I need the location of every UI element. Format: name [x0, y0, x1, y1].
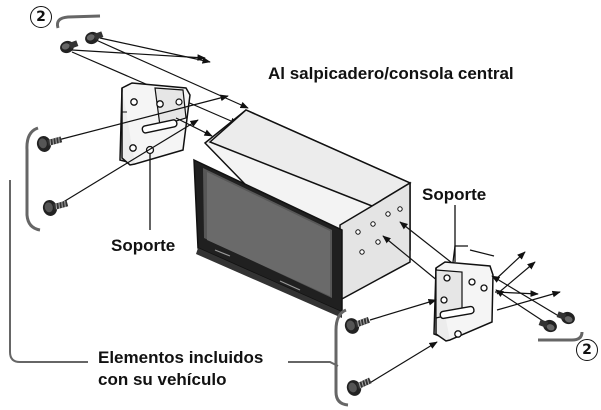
screw-icon — [34, 131, 64, 155]
screw-icon — [342, 311, 373, 337]
screw-group-bracket-top-left — [56, 14, 101, 29]
arrow-screw-2 — [99, 37, 211, 64]
bracket-left — [119, 82, 191, 166]
callout-2-top-left: 2 — [30, 6, 52, 28]
vehicle-parts-bracket-left-group — [25, 126, 41, 232]
head-unit — [193, 109, 412, 318]
screw-group-bracket-bottom-right — [538, 331, 584, 342]
label-bracket-left: Soporte — [111, 236, 176, 255]
label-vehicle-parts-line2: con su vehículo — [98, 370, 227, 389]
bracket-right — [433, 245, 495, 342]
screw-icon — [83, 28, 105, 47]
screw-icon — [343, 372, 375, 399]
vehicle-parts-bracket-right-group — [334, 308, 349, 407]
screw-icon — [555, 308, 577, 327]
screw-icon — [58, 37, 80, 56]
label-vehicle-parts-line1: Elementos incluidos — [98, 348, 264, 367]
label-bracket-right: Soporte — [422, 185, 487, 204]
callout-2-bottom-right: 2 — [576, 339, 598, 361]
screw-icon — [40, 195, 70, 219]
label-dashboard: Al salpicadero/consola central — [268, 64, 514, 83]
